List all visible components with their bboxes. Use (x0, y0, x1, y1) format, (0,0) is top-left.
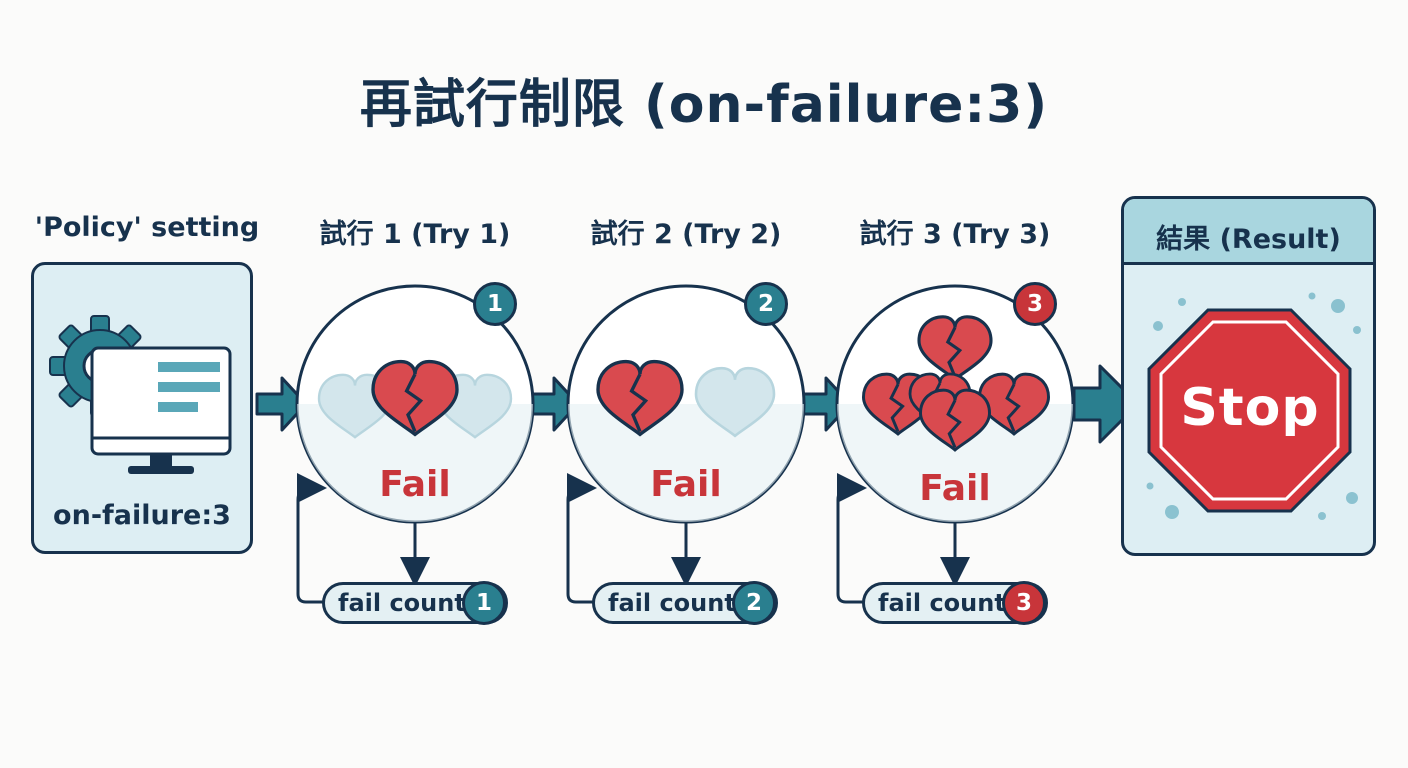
fail-counter-value-2: 2 (732, 581, 776, 625)
broken-heart-icon (917, 315, 993, 381)
attempt-badge-2: 2 (744, 282, 788, 326)
stop-sign-label: Stop (1180, 378, 1320, 438)
fail-counter-value-3: 3 (1002, 581, 1046, 625)
attempt-heading-2: 試行 2 (Try 2) (590, 219, 782, 250)
broken-heart-icon (978, 372, 1050, 436)
stop-sign-icon (1147, 308, 1352, 513)
attempt-heading-3: 試行 3 (Try 3) (859, 219, 1051, 250)
policy-value: on-failure:3 (53, 500, 231, 531)
fail-counter-value-1: 1 (462, 581, 506, 625)
loop-arrow-2 (566, 473, 597, 604)
fail-counter-label-1: fail count (338, 589, 466, 617)
attempt-heading-1: 試行 1 (Try 1) (319, 219, 511, 250)
page-title: 再試行制限 (on-failure:3) (359, 75, 1049, 135)
fail-counter-label-2: fail count (608, 589, 736, 617)
monitor-icon (90, 346, 232, 474)
attempt-circle-2 (566, 284, 806, 524)
result-heading: 結果 (Result) (1156, 224, 1341, 255)
loop-arrow-3 (836, 473, 867, 604)
attempt-badge-3: 3 (1013, 282, 1057, 326)
arrow-policy-to-try1 (255, 376, 308, 432)
arrow-try3-to-result (1072, 364, 1140, 444)
broken-heart-icon (596, 359, 684, 437)
broken-heart-icon (919, 388, 991, 452)
result-header: 結果 (Result) (1124, 199, 1373, 265)
decorative-dots (1146, 292, 1361, 520)
fail-counter-label-3: fail count (878, 589, 1006, 617)
arrow-try1-to-try2 (530, 376, 580, 432)
loop-arrow-1 (296, 473, 327, 604)
broken-heart-icon (862, 372, 934, 436)
attempt-status-2: Fail (650, 464, 722, 505)
attempt-status-1: Fail (379, 464, 451, 505)
policy-heading: 'Policy' setting (34, 212, 260, 243)
attempt-status-3: Fail (919, 468, 991, 509)
attempt-badge-1: 1 (473, 282, 517, 326)
broken-heart-icon (371, 359, 459, 437)
